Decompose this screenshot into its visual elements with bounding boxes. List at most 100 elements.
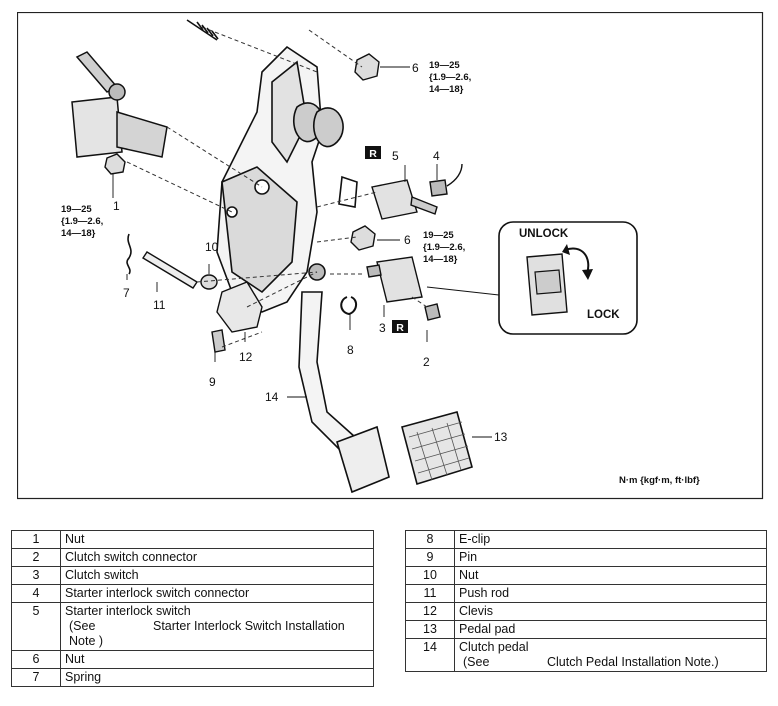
svg-text:19—25: 19—25 bbox=[429, 60, 460, 71]
svg-text:R: R bbox=[396, 322, 404, 334]
part-number: 14 bbox=[405, 638, 455, 672]
callout-1: 1 bbox=[113, 199, 120, 213]
callout-3: 3 bbox=[379, 321, 386, 335]
callout-8: 8 bbox=[347, 343, 354, 357]
note-link[interactable]: Starter Interlock Switch Installation No… bbox=[69, 619, 345, 648]
callout-6-lower: 6 bbox=[404, 233, 411, 247]
part-number: 9 bbox=[405, 548, 455, 567]
part-name: Clutch switch bbox=[60, 566, 374, 585]
callout-14: 14 bbox=[265, 390, 279, 404]
part-name: Starter interlock switch bbox=[65, 604, 191, 618]
see-label: (See bbox=[463, 655, 490, 669]
table-row: 2 Clutch switch connector bbox=[11, 548, 374, 567]
table-row: 1 Nut bbox=[11, 530, 374, 549]
table-row: 13 Pedal pad bbox=[405, 620, 767, 639]
callout-11: 11 bbox=[153, 298, 166, 312]
callout-6-upper: 6 bbox=[412, 61, 419, 75]
e-clip bbox=[340, 296, 357, 316]
see-label: (See bbox=[69, 619, 96, 633]
part-name: Spring bbox=[60, 668, 374, 687]
callout-12: 12 bbox=[239, 350, 253, 364]
part-name: Starter interlock switch connector bbox=[60, 584, 374, 603]
callout-2: 2 bbox=[423, 355, 430, 369]
part-name: Clevis bbox=[454, 602, 767, 621]
installation-note: (See Clutch Pedal Installation Note.) bbox=[459, 655, 762, 670]
table-row: 14 Clutch pedal (See Clutch Pedal Install… bbox=[405, 638, 767, 672]
table-row: 6 Nut bbox=[11, 650, 374, 669]
clutch-switch bbox=[366, 256, 441, 321]
part-number: 5 bbox=[11, 602, 61, 651]
nut-upper bbox=[354, 53, 380, 81]
svg-text:14—18}: 14—18} bbox=[423, 254, 458, 265]
svg-text:{1.9—2.6,: {1.9—2.6, bbox=[61, 216, 103, 227]
callout-9: 9 bbox=[209, 375, 216, 389]
part-number: 11 bbox=[405, 584, 455, 603]
table-row: 4 Starter interlock switch connector bbox=[11, 584, 374, 603]
replace-mark-upper: R bbox=[365, 146, 381, 160]
callout-7: 7 bbox=[123, 286, 130, 300]
parts-legend-right: 8 E-clip 9 Pin 10 Nut 11 Push rod 12 Cle… bbox=[405, 530, 767, 672]
torque-spec-left: 19—25 {1.9—2.6, 14—18} bbox=[61, 204, 103, 239]
table-row: 7 Spring bbox=[11, 668, 374, 687]
part-name: Nut bbox=[60, 530, 374, 549]
table-row: 10 Nut bbox=[405, 566, 767, 585]
assembly-lines bbox=[126, 26, 428, 348]
starter-interlock-switch bbox=[371, 163, 463, 220]
part-name: Push rod bbox=[454, 584, 767, 603]
nut-1 bbox=[104, 153, 126, 175]
table-row: 11 Push rod bbox=[405, 584, 767, 603]
torque-spec-upper: 19—25 {1.9—2.6, 14—18} bbox=[429, 60, 471, 95]
replace-mark-lower: R bbox=[392, 320, 408, 334]
push-rod bbox=[126, 233, 218, 290]
units-label: N·m {kgf·m, ft·lbf} bbox=[619, 475, 700, 486]
master-cylinder bbox=[71, 51, 168, 158]
callout-5: 5 bbox=[392, 149, 399, 163]
part-number: 8 bbox=[405, 530, 455, 549]
parts-legend-left: 1 Nut 2 Clutch switch connector 3 Clutch… bbox=[11, 530, 374, 687]
svg-text:19—25: 19—25 bbox=[423, 230, 454, 241]
svg-text:R: R bbox=[369, 148, 377, 160]
callout-13: 13 bbox=[494, 430, 508, 444]
part-number: 13 bbox=[405, 620, 455, 639]
svg-text:{1.9—2.6,: {1.9—2.6, bbox=[423, 242, 465, 253]
clutch-pedal-arm bbox=[298, 291, 390, 494]
table-row: 12 Clevis bbox=[405, 602, 767, 621]
svg-text:14—18}: 14—18} bbox=[429, 84, 464, 95]
part-name: Pin bbox=[454, 548, 767, 567]
part-number: 6 bbox=[11, 650, 61, 669]
callout-10: 10 bbox=[205, 240, 219, 254]
torque-spec-lower: 19—25 {1.9—2.6, 14—18} bbox=[423, 230, 465, 265]
unlock-label: UNLOCK bbox=[519, 228, 569, 240]
part-number: 4 bbox=[11, 584, 61, 603]
part-number: 2 bbox=[11, 548, 61, 567]
clevis bbox=[211, 281, 263, 353]
part-name: Clutch pedal bbox=[459, 640, 529, 654]
threaded-stud bbox=[186, 19, 219, 41]
part-name: Nut bbox=[454, 566, 767, 585]
part-number: 10 bbox=[405, 566, 455, 585]
exploded-diagram: 1 2 3 4 5 6 6 7 8 9 10 11 12 13 14 19—25… bbox=[17, 12, 775, 500]
part-cell: Clutch pedal (See Clutch Pedal Installati… bbox=[454, 638, 767, 672]
table-row: 8 E-clip bbox=[405, 530, 767, 549]
nut-lower bbox=[350, 225, 376, 251]
part-name: Pedal pad bbox=[454, 620, 767, 639]
callout-4: 4 bbox=[433, 149, 440, 163]
part-name: Nut bbox=[60, 650, 374, 669]
diagram-frame bbox=[17, 12, 764, 500]
pedal-pad bbox=[401, 411, 473, 486]
lock-label: LOCK bbox=[587, 309, 620, 321]
table-row: 3 Clutch switch bbox=[11, 566, 374, 585]
svg-text:14—18}: 14—18} bbox=[61, 228, 96, 239]
lock-detail-inset: UNLOCK LOCK bbox=[498, 221, 638, 335]
note-link[interactable]: Clutch Pedal Installation Note.) bbox=[547, 655, 719, 669]
part-name: E-clip bbox=[454, 530, 767, 549]
part-number: 3 bbox=[11, 566, 61, 585]
part-name: Clutch switch connector bbox=[60, 548, 374, 567]
part-number: 1 bbox=[11, 530, 61, 549]
part-number: 7 bbox=[11, 668, 61, 687]
pedal-bracket bbox=[216, 45, 358, 313]
svg-text:{1.9—2.6,: {1.9—2.6, bbox=[429, 72, 471, 83]
diagram-canvas: 1 2 3 4 5 6 6 7 8 9 10 11 12 13 14 19—25… bbox=[17, 12, 764, 500]
